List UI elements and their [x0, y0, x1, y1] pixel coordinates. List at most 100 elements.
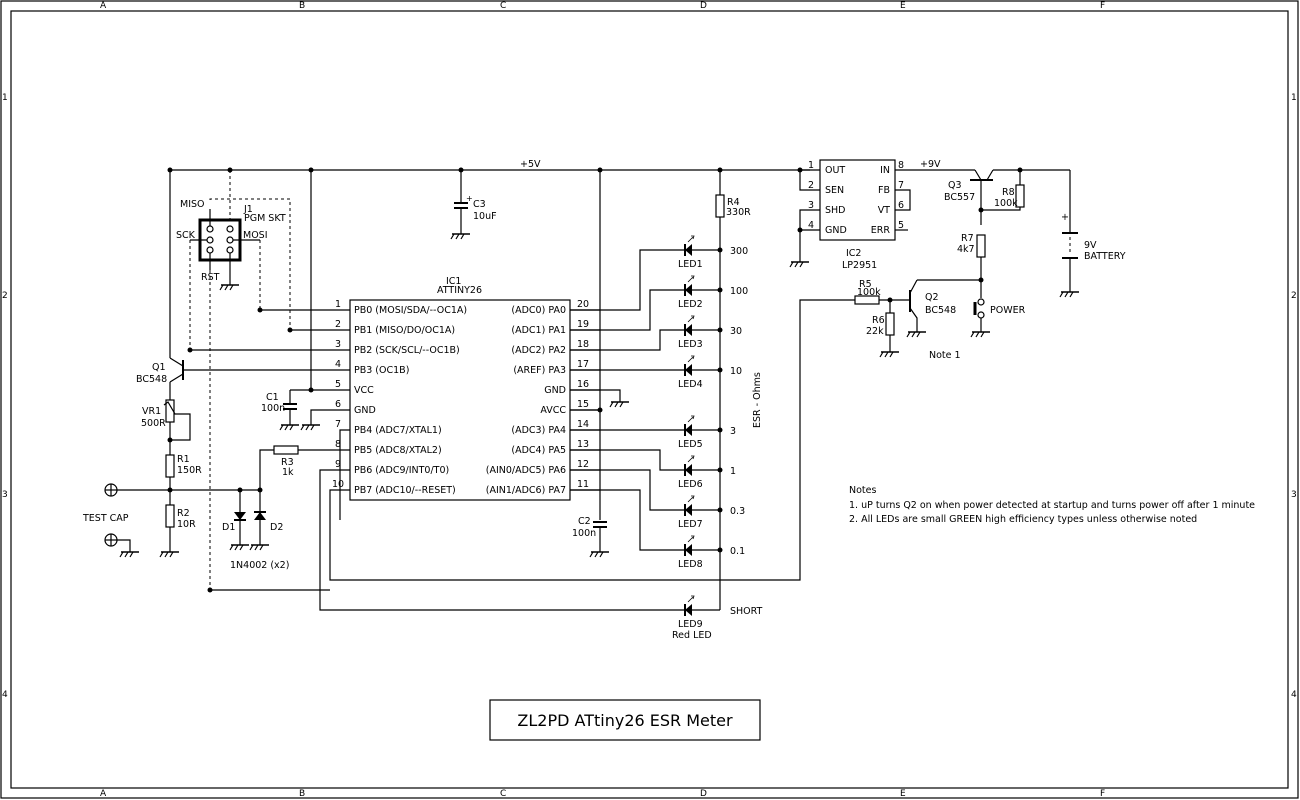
ic1-pin-name: VCC	[354, 385, 374, 396]
ic1-pin-name: PB5 (ADC8/XTAL2)	[354, 445, 442, 456]
r7-ref: R7	[961, 233, 974, 244]
power-label: POWER	[990, 305, 1026, 316]
border-row-label: 3	[2, 490, 8, 500]
border-column-label: D	[700, 1, 707, 11]
ic2-pin-number: 7	[898, 180, 904, 191]
ground-icon	[159, 551, 179, 558]
ic1-pin-name: (ADC1) PA1	[511, 325, 566, 336]
ground-icon	[119, 551, 139, 558]
vcc9-label: +9V	[920, 159, 941, 170]
led-esr-value: SHORT	[730, 606, 763, 617]
led-esr-value: 100	[730, 286, 748, 297]
ic2-pin-name: IN	[880, 165, 890, 176]
ic2-pin-number: 5	[898, 220, 904, 231]
ic1-pin-number: 10	[332, 479, 344, 490]
note-1: 1. uP turns Q2 on when power detected at…	[849, 500, 1255, 511]
battery-name: BATTERY	[1084, 251, 1126, 262]
ic1-pin-number: 15	[577, 399, 589, 410]
led-esr-value: 3	[730, 426, 736, 437]
led-ref: LED6	[678, 479, 703, 490]
r6-value: 22k	[866, 326, 884, 337]
c3-ref: C3	[473, 199, 486, 210]
ic1-pin-name: PB1 (MISO/DO/OC1A)	[354, 325, 455, 336]
led-esr-value: 10	[730, 366, 742, 377]
test-cap-terminals[interactable]: TEST CAP	[82, 483, 260, 552]
title-block: ZL2PD ATtiny26 ESR Meter	[489, 699, 761, 741]
ic2-pin-name: SEN	[825, 185, 844, 196]
ground-icon	[279, 424, 299, 431]
ic1-pin-name: GND	[354, 405, 376, 416]
r1-value: 150R	[177, 465, 202, 476]
ic1-pin-number: 16	[577, 379, 589, 390]
j1-ref: J1	[243, 204, 253, 215]
ground-icon	[450, 233, 470, 240]
ground-icon	[229, 544, 249, 551]
q2-transistor: Q2 BC548	[909, 279, 981, 332]
r1-resistor: R1 150R	[165, 454, 202, 478]
border-row-label: 3	[1291, 490, 1297, 500]
ic1-pin-name: GND	[544, 385, 566, 396]
ic1-pin-name: PB6 (ADC9/INT0/T0)	[354, 465, 449, 476]
led-esr-value: 0.3	[730, 506, 745, 517]
j1-mosi-label: MOSI	[243, 230, 268, 241]
q3-ref: Q3	[948, 180, 962, 191]
ic1-pin-number: 19	[577, 319, 589, 330]
power-switch[interactable]: POWER	[973, 298, 1026, 332]
diodes-part: 1N4002 (x2)	[230, 560, 289, 571]
r6-ref: R6	[872, 315, 885, 326]
ic2-part: LP2951	[842, 260, 877, 271]
r8-resistor: R8 100k	[978, 170, 1025, 213]
c3-capacitor: + C3 10uF	[454, 170, 497, 234]
led-note: Red LED	[672, 630, 712, 641]
battery-value: 9V	[1084, 240, 1097, 251]
vr1-potentiometer: VR1 500R	[141, 399, 191, 443]
r3-ref: R3	[281, 457, 294, 468]
border-column-label: E	[900, 1, 906, 11]
r4-value: 330R	[726, 207, 751, 218]
led-ref: LED9	[678, 619, 703, 630]
c1-value: 100n	[261, 403, 285, 414]
battery-9v: + 9V BATTERY	[1061, 170, 1126, 292]
ic1-pin-number: 7	[335, 419, 341, 430]
vr1-value: 500R	[141, 418, 166, 429]
ground-icon	[300, 424, 320, 431]
ic2-pin-number: 1	[808, 160, 814, 171]
ic1-part: ATTINY26	[437, 285, 482, 296]
ground-icon	[1059, 291, 1079, 298]
c1-capacitor: C1 100n	[261, 390, 297, 425]
c3-value: 10uF	[473, 211, 497, 222]
q1-transistor: Q1 BC548	[136, 357, 184, 385]
border-column-label: B	[299, 1, 305, 11]
border-column-label: A	[100, 1, 107, 11]
ic1-pin-name: PB4 (ADC7/XTAL1)	[354, 425, 442, 436]
r5-resistor: R5 100k	[854, 279, 910, 305]
diodes-d1-d2: D1 D2 1N4002 (x2)	[222, 487, 289, 571]
ic2-pin-number: 2	[808, 180, 814, 191]
ic1-pin-name: (AIN1/ADC6) PA7	[486, 485, 566, 496]
ground-icon	[249, 544, 269, 551]
r2-resistor: R2 10R	[165, 504, 196, 530]
ground-icon	[879, 351, 899, 358]
j1-pgm-socket: MISO J1 PGM SKT SCK MOSI RST	[176, 170, 291, 590]
border-column-label: F	[1100, 1, 1105, 11]
q2-ref: Q2	[925, 292, 939, 303]
ground-icon	[789, 261, 809, 268]
q1-value: BC548	[136, 374, 167, 385]
j1-rst-label: RST	[201, 272, 220, 283]
ic2-pin-name: FB	[878, 185, 890, 196]
ic2-pin-number: 6	[898, 200, 904, 211]
ic1-pin-number: 18	[577, 339, 589, 350]
border-column-label: D	[700, 789, 707, 799]
led-array: LED1300LED2100LED330LED410LED53LED61LED7…	[672, 235, 763, 641]
c2-value: 100n	[572, 528, 596, 539]
led-ref: LED1	[678, 259, 703, 270]
border-row-label: 4	[1291, 690, 1297, 700]
